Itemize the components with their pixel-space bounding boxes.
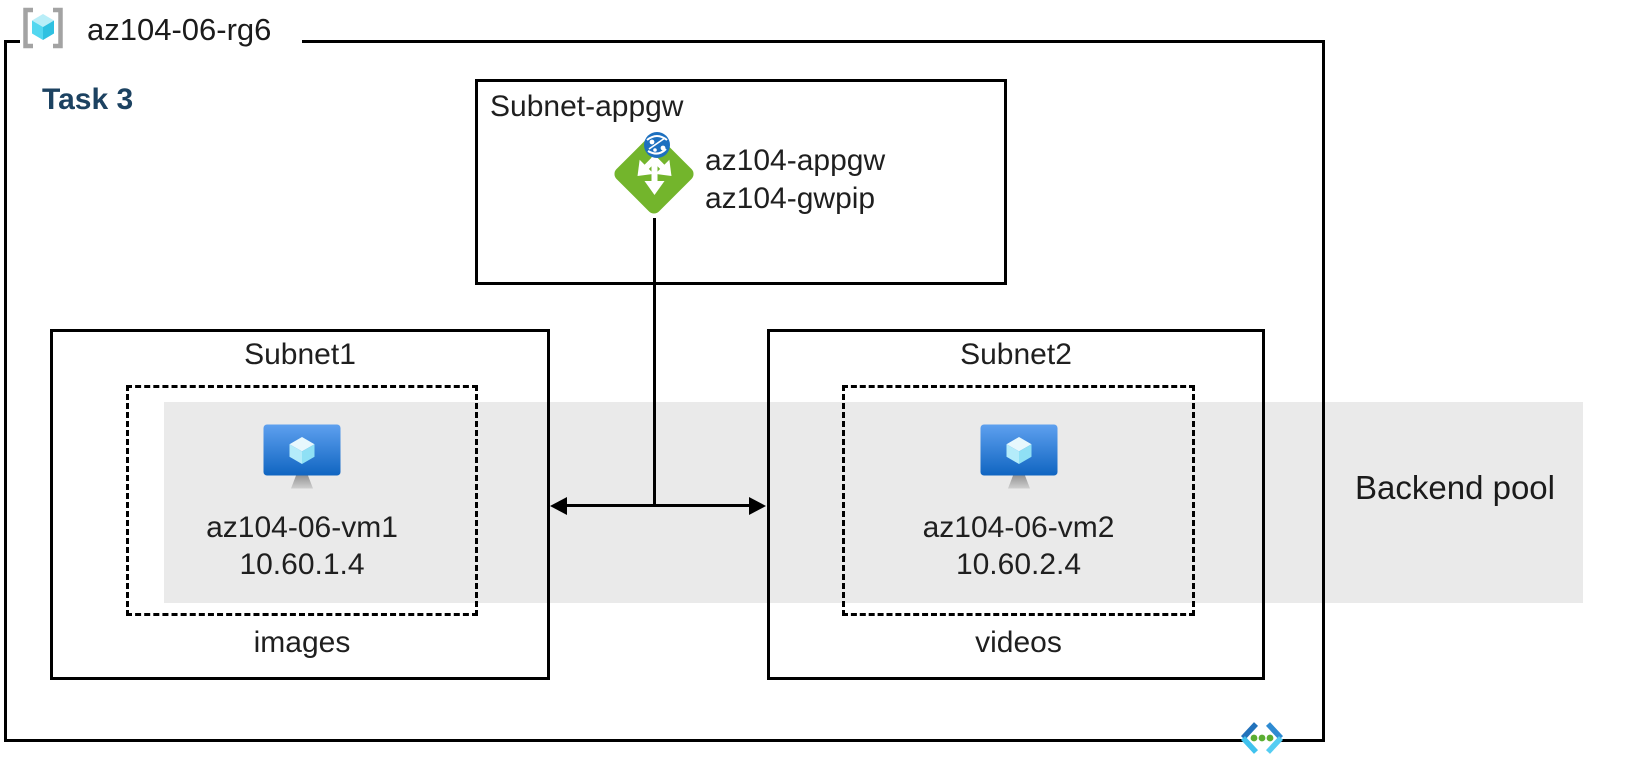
arrowhead-right-icon bbox=[749, 497, 766, 515]
virtual-machine-icon bbox=[263, 424, 341, 489]
task-label: Task 3 bbox=[42, 83, 134, 116]
vm1-labels: az104-06-vm1 10.60.1.4 bbox=[126, 509, 478, 583]
application-gateway-icon bbox=[614, 132, 694, 214]
backend-pool-band bbox=[164, 402, 1583, 603]
appgw-name: az104-appgw bbox=[705, 144, 886, 177]
subnet1-box: Subnet1 bbox=[50, 329, 550, 680]
resource-group-border bbox=[4, 40, 1325, 742]
vm1-ip: 10.60.1.4 bbox=[239, 548, 365, 581]
resource-group-border-top-left-segment bbox=[4, 40, 20, 43]
subnet2-backend-dashed-box bbox=[842, 385, 1195, 616]
appgw-public-ip-name: az104-gwpip bbox=[705, 182, 876, 215]
vm1-name: az104-06-vm1 bbox=[206, 511, 398, 544]
subnet2-box: Subnet2 bbox=[767, 329, 1265, 680]
subnet2-title: Subnet2 bbox=[960, 338, 1072, 371]
appgw-connector-line bbox=[653, 218, 656, 506]
vm2-labels: az104-06-vm2 10.60.2.4 bbox=[842, 509, 1195, 583]
vm2-name: az104-06-vm2 bbox=[922, 511, 1115, 544]
subnet2-storage-label: videos bbox=[975, 626, 1062, 659]
subnet1-title: Subnet1 bbox=[244, 338, 356, 371]
resource-group-border-top-right-segment bbox=[302, 40, 1325, 43]
virtual-network-icon bbox=[1240, 722, 1284, 754]
arrowhead-left-icon bbox=[550, 497, 567, 515]
appgw-subnet-title: Subnet-appgw bbox=[490, 90, 684, 123]
virtual-machine-icon bbox=[980, 424, 1058, 489]
resource-group-icon bbox=[23, 7, 63, 49]
backend-pool-label: Backend pool bbox=[1355, 469, 1555, 506]
subnet1-backend-dashed-box bbox=[126, 385, 478, 616]
resource-group-name: az104-06-rg6 bbox=[87, 12, 272, 47]
appgw-subnet-box: Subnet-appgw bbox=[475, 79, 1007, 285]
appgw-labels: az104-appgw az104-gwpip bbox=[705, 142, 885, 218]
vm2-ip: 10.60.2.4 bbox=[955, 548, 1082, 581]
subnet-connector-line bbox=[560, 504, 756, 507]
subnet1-storage-label: images bbox=[253, 626, 351, 659]
